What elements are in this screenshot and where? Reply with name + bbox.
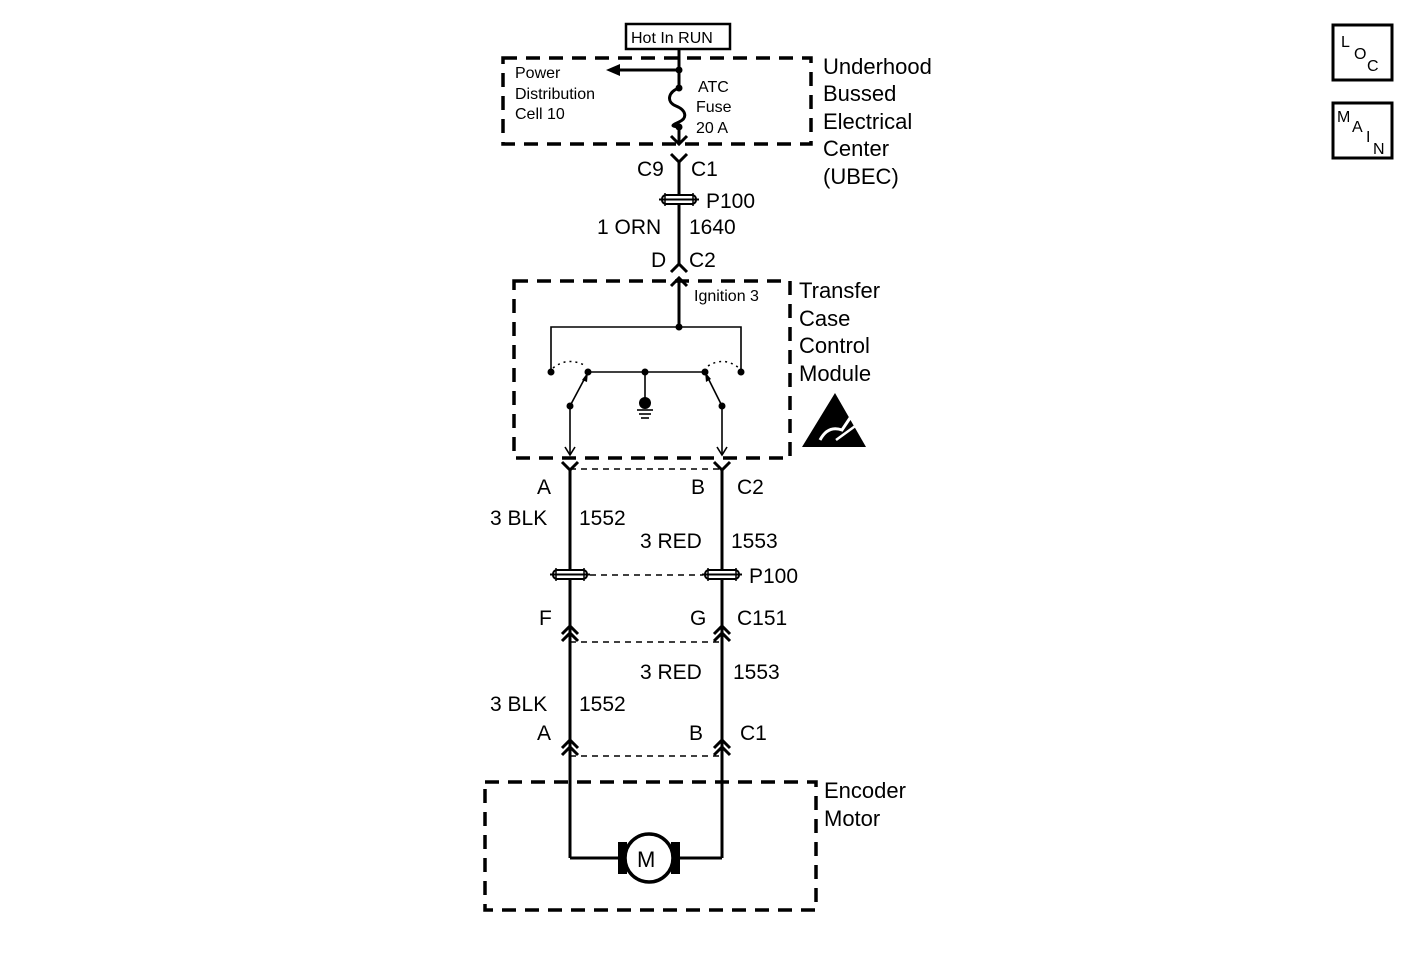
- svg-text:Cell 10: Cell 10: [515, 106, 565, 123]
- tccm-pin-top-left: D: [651, 249, 666, 272]
- tccm-pin-a: A: [537, 476, 551, 499]
- svg-text:Motor: Motor: [824, 806, 880, 831]
- ubec-pin-right: C1: [691, 158, 718, 181]
- upper-1552-circuit: 1552: [579, 507, 626, 530]
- motor-box: [483, 780, 818, 912]
- wire-1640-circuit: 1640: [689, 216, 736, 239]
- svg-text:Power: Power: [515, 65, 561, 82]
- motor-title: Encoder Motor: [824, 778, 906, 831]
- motor-symbol: M: [637, 847, 655, 872]
- svg-text:Fuse: Fuse: [696, 99, 732, 116]
- ground-icon: [639, 397, 651, 409]
- wire-1640-color: 1 ORN: [597, 216, 661, 239]
- tccm-pin-b: B: [691, 476, 705, 499]
- svg-text:Bussed: Bussed: [823, 81, 896, 106]
- connector-chevron-icon: [560, 623, 580, 636]
- tccm-pin-top-right: C2: [689, 249, 716, 272]
- c151-pin-left: F: [539, 607, 552, 630]
- tccm-conn-c2: C2: [737, 476, 764, 499]
- connector-chevron-icon: [669, 261, 689, 274]
- loc-letter-l: L: [1341, 34, 1350, 51]
- main-letter-i: I: [1366, 129, 1370, 146]
- tccm-box: [512, 279, 792, 460]
- fuse-icon: [668, 86, 687, 129]
- c151-pin-right: G: [690, 607, 706, 630]
- upper-1552-color: 3 BLK: [490, 507, 547, 530]
- svg-text:Module: Module: [799, 361, 871, 386]
- switch-b-icon: [706, 375, 723, 407]
- splice-mid-id: P100: [749, 565, 798, 588]
- svg-text:Distribution: Distribution: [515, 86, 595, 103]
- loc-button[interactable]: L O C: [1331, 23, 1394, 82]
- svg-text:(UBEC): (UBEC): [823, 164, 899, 189]
- svg-text:Center: Center: [823, 136, 889, 161]
- main-letter-m: M: [1337, 109, 1350, 126]
- ubec-title: Underhood Bussed Electrical Center (UBEC…: [823, 54, 932, 189]
- svg-text:Control: Control: [799, 333, 870, 358]
- svg-text:Electrical: Electrical: [823, 109, 912, 134]
- connector-chevron-icon: [669, 152, 689, 165]
- lower-1553-color: 3 RED: [640, 661, 702, 684]
- motor-pin-b: B: [689, 722, 703, 745]
- splice-pack-icon: [550, 568, 590, 581]
- splice-top-id: P100: [706, 190, 755, 213]
- svg-text:Hot In RUN: Hot In RUN: [631, 30, 713, 47]
- connector-chevron-icon: [560, 737, 580, 750]
- upper-1553-circuit: 1553: [731, 530, 778, 553]
- svg-text:ATC: ATC: [698, 79, 729, 96]
- svg-text:Case: Case: [799, 306, 850, 331]
- main-letter-a: A: [1352, 119, 1363, 136]
- ubec-power-text: Power Distribution Cell 10: [515, 65, 595, 123]
- splice-pack-icon: [702, 568, 742, 581]
- tccm-title: Transfer Case Control Module: [799, 278, 880, 386]
- svg-text:Encoder: Encoder: [824, 778, 906, 803]
- main-button[interactable]: M A I N: [1331, 101, 1394, 160]
- c151-conn: C151: [737, 607, 787, 630]
- switch-a-icon: [569, 375, 587, 407]
- esd-warning-icon: [802, 393, 866, 447]
- upper-1553-color: 3 RED: [640, 530, 702, 553]
- svg-text:20 A: 20 A: [696, 120, 728, 137]
- tccm-internal-bus: [550, 326, 742, 372]
- fuse-text: ATC Fuse 20 A: [696, 79, 732, 137]
- loc-letter-c: C: [1367, 58, 1379, 75]
- ubec-box: [501, 56, 813, 146]
- motor-icon: M: [618, 832, 680, 884]
- lower-1552-color: 3 BLK: [490, 693, 547, 716]
- arrow-left-icon: [606, 64, 620, 76]
- lower-1553-circuit: 1553: [733, 661, 780, 684]
- connector-chevron-icon: [712, 737, 732, 750]
- main-letter-n: N: [1373, 141, 1385, 158]
- motor-pin-a: A: [537, 722, 551, 745]
- connector-chevron-icon: [669, 134, 689, 147]
- ignition-label: Ignition 3: [694, 288, 759, 305]
- loc-letter-o: O: [1354, 46, 1366, 63]
- motor-conn: C1: [740, 722, 767, 745]
- ubec-pin-left: C9: [637, 158, 664, 181]
- svg-text:Underhood: Underhood: [823, 54, 932, 79]
- hot-in-run-label: Hot In RUN: [624, 22, 732, 51]
- connector-chevron-icon: [712, 623, 732, 636]
- svg-text:Transfer: Transfer: [799, 278, 880, 303]
- splice-pack-icon: [659, 193, 699, 206]
- lower-1552-circuit: 1552: [579, 693, 626, 716]
